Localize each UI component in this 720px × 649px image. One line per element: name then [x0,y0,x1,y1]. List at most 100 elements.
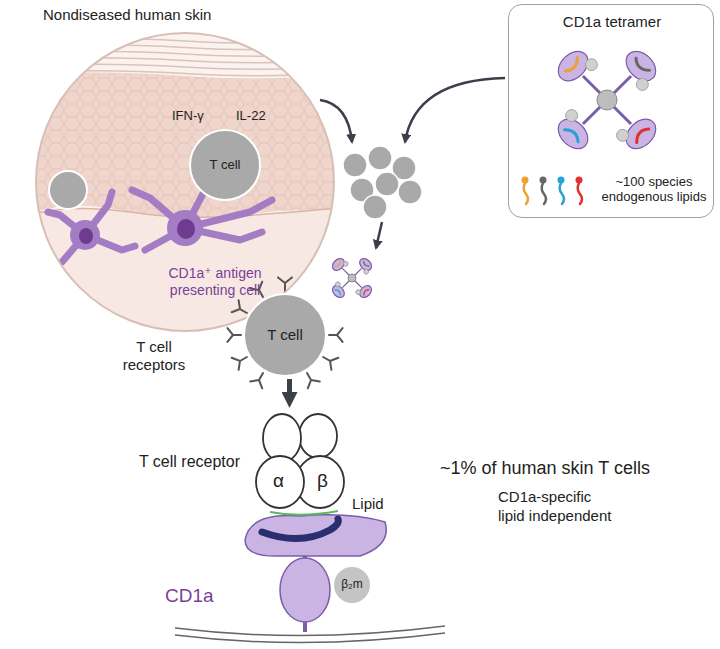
tetramer-symbol [565,126,581,142]
lipid-symbol [558,177,565,184]
flow-arrow [287,379,292,392]
stratum-corneum [30,51,340,56]
node-text: ~100 species endogenous lipids [597,175,711,205]
tetramer-symbol [329,255,374,300]
tetramer-symbol [565,58,581,74]
stratum-corneum [30,38,340,43]
receptor-symbol [232,300,247,313]
dendritic-cell [177,219,195,239]
t-cell-receptor: αβ [252,410,348,512]
t-cell [49,171,87,209]
lipid-symbol [524,183,528,204]
tetramer-symbol [355,289,362,296]
tetramer-symbol [553,43,600,90]
receptor-outline [256,456,304,508]
flow-arrow [405,78,505,142]
tetramer-symbol [633,58,649,74]
lipid-symbol [522,177,583,205]
lipid-symbol [560,183,564,204]
t-cell-pool [398,180,422,204]
dendritic-cell [167,210,203,246]
node-title: α [273,470,284,492]
tetramer-symbol [634,76,651,93]
stratum-corneum [30,64,340,69]
cd1a-molecule [262,519,338,539]
tetramer-symbol [583,56,600,73]
cell-label: CD1a⁺ antigen presenting cell [160,265,270,299]
tetramer-symbol [363,261,369,267]
tetramer-symbol [329,281,348,300]
cell-membrane [175,626,445,636]
molecule-label: CD1a [165,585,214,608]
finding-note: lipid independent [498,507,611,525]
part-label: T cell receptors [118,338,190,374]
tetramer-symbol [335,289,341,295]
receptor-outline [263,414,301,462]
t-cell-pool [363,195,387,219]
tetramer-symbol [356,256,375,275]
t-cell-pool [375,172,399,196]
tetramer-panel: CD1a tetramer~100 species endogenous lip… [508,4,714,218]
beta2m-domain: β₂m [332,565,372,605]
finding-note: ~1% of human skin T cells [440,458,650,480]
tetramer-symbol [597,90,617,110]
flow-arrow [320,100,352,142]
node-title: T cell [267,326,303,343]
epidermis-cells [30,72,340,220]
dendritic-cell [132,190,272,250]
stratum-corneum [30,38,340,76]
tetramer-symbol [334,281,341,288]
node-title: β₂m [341,578,363,592]
stratum-corneum [30,45,340,50]
lipid-symbol [540,177,547,184]
tetramer-symbol [614,127,631,144]
tetramer-symbol [342,260,349,267]
tetramer-symbol [633,126,649,142]
t-cell [49,171,87,209]
part-label: T cell receptor [138,452,240,471]
tetramer-symbol [614,109,661,156]
stratum-corneum [30,58,340,63]
t-cell: T cell [243,293,327,377]
epidermis [30,72,340,220]
t-cell: T cell [189,129,261,201]
flow-arrow [376,222,382,248]
tetramer-symbol [348,274,356,282]
t-cell-pool [368,146,392,170]
cell-membrane [175,633,445,643]
tetramer-symbol [335,261,341,267]
receptor-outline [252,410,348,512]
tetramer-symbol [363,268,370,275]
tetramer-symbol [550,107,597,154]
tetramer-symbol [616,46,663,93]
node-title: Nondiseased human skin [43,6,211,23]
lipid-symbol [578,183,582,204]
cd1a-molecule [280,558,330,622]
cell-membrane [175,626,445,643]
receptor-symbol [227,328,241,342]
cd1a-molecule [270,511,338,515]
lipid-symbol [576,177,583,184]
tetramer-symbol [363,289,369,295]
t-cell-pool [343,146,422,219]
dendritic-cell [70,220,100,250]
cytokine-label: IFN-γ [172,108,204,124]
inset-outline [36,33,334,331]
tetramer-symbol [563,107,580,124]
receptor-symbol [232,357,247,370]
dendritic-cell [132,190,272,250]
finding-note: CD1a-specific [498,488,591,506]
receptor-outline [299,414,337,458]
tetramer-symbol [355,282,374,301]
cytokine-label: IL-22 [236,108,266,124]
lipid-symbol [542,183,546,204]
cd1a-molecule [245,515,386,556]
receptor-symbol [307,373,320,388]
t-cell-pool [343,153,367,177]
node-text: β [317,470,328,492]
tetramer-symbol [550,43,663,156]
receptor-symbol [323,357,338,370]
